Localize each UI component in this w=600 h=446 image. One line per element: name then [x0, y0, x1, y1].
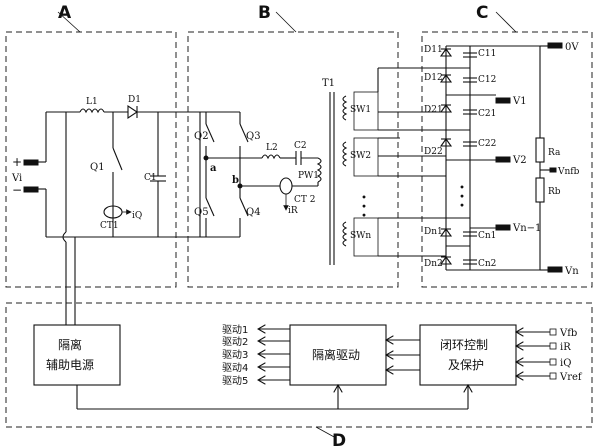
- section-a-label: A: [58, 3, 72, 23]
- closed-loop-line1: 闭环控制: [440, 338, 488, 352]
- label-dn2: Dn2: [424, 259, 443, 269]
- aux-power-line1: 隔离: [58, 337, 82, 352]
- label-sw2: SW2: [350, 151, 371, 161]
- label-d22: D22: [424, 147, 443, 157]
- rectifier-dots: • • •: [455, 184, 466, 208]
- label-dn1: Dn1: [424, 227, 443, 237]
- section-d-box: [5, 302, 593, 439]
- input-minus: −: [12, 183, 22, 197]
- label-c1: C1: [144, 173, 157, 183]
- label-t1: T1: [322, 78, 335, 89]
- section-b-box: [187, 11, 399, 288]
- label-l2: L2: [266, 143, 278, 153]
- label-q2: Q2: [194, 131, 209, 142]
- label-ir: iR: [288, 206, 298, 216]
- section-c-label: C: [476, 3, 488, 23]
- label-q1: Q1: [90, 162, 105, 173]
- drive-1: 驱动1: [222, 324, 248, 336]
- label-c21: C21: [478, 109, 496, 119]
- secondary-wiring: [377, 67, 446, 257]
- label-d1: D1: [128, 95, 141, 105]
- input-iq: iQ: [560, 358, 571, 369]
- section-a-circuit: [23, 104, 200, 325]
- node-a-label: a: [210, 163, 217, 174]
- output-v2: V2: [512, 155, 527, 166]
- label-l1: L1: [86, 97, 98, 107]
- label-iq: iQ: [132, 211, 142, 221]
- input-vfb: Vfb: [559, 328, 577, 339]
- closed-loop-line2: 及保护: [448, 358, 484, 372]
- section-b-circuit: [199, 91, 379, 265]
- section-c-circuit: [439, 42, 563, 273]
- label-cn2: Cn2: [478, 259, 496, 269]
- drive-5: 驱动5: [222, 375, 248, 387]
- section-c-box: [421, 11, 593, 288]
- input-vref: Vref: [559, 372, 583, 383]
- output-vn1: Vn−1: [512, 223, 541, 234]
- output-vn: Vn: [564, 266, 579, 277]
- input-ir: iR: [560, 342, 571, 353]
- label-q5: Q5: [194, 207, 209, 218]
- label-ct1: CT1: [100, 221, 119, 231]
- iso-drive-label: 隔离驱动: [312, 347, 360, 362]
- label-swn: SWn: [350, 231, 371, 241]
- label-cn1: Cn1: [478, 231, 496, 241]
- label-ct2: CT 2: [294, 195, 315, 205]
- label-q3: Q3: [246, 131, 261, 142]
- label-sw1: SW1: [350, 105, 371, 115]
- label-vnfb: Vnfb: [557, 167, 580, 177]
- label-q4: Q4: [246, 207, 261, 218]
- label-d11: D11: [424, 45, 443, 55]
- section-d-label: D: [332, 431, 346, 446]
- node-b-label: b: [232, 175, 239, 186]
- section-d-blocks: [33, 324, 557, 410]
- drive-2: 驱动2: [222, 336, 248, 348]
- label-d21: D21: [424, 105, 443, 115]
- output-v1: V1: [512, 96, 527, 107]
- output-0v: 0V: [565, 42, 579, 53]
- label-c22: C22: [478, 139, 496, 149]
- input-plus: +: [12, 155, 22, 169]
- section-b-label: B: [258, 3, 271, 23]
- section-a-box: [5, 11, 177, 288]
- drive-4: 驱动4: [222, 362, 248, 374]
- secondary-dots: • • •: [357, 194, 368, 218]
- label-c12: C12: [478, 75, 496, 85]
- label-c11: C11: [478, 49, 496, 59]
- input-vi: Vi: [11, 173, 22, 184]
- label-c2: C2: [294, 141, 307, 151]
- label-rb: Rb: [548, 187, 561, 197]
- aux-power-line2: 辅助电源: [46, 358, 94, 372]
- drive-3: 驱动3: [222, 349, 248, 361]
- label-d12: D12: [424, 73, 443, 83]
- label-ra: Ra: [548, 148, 561, 158]
- label-pw1: PW1: [298, 171, 319, 181]
